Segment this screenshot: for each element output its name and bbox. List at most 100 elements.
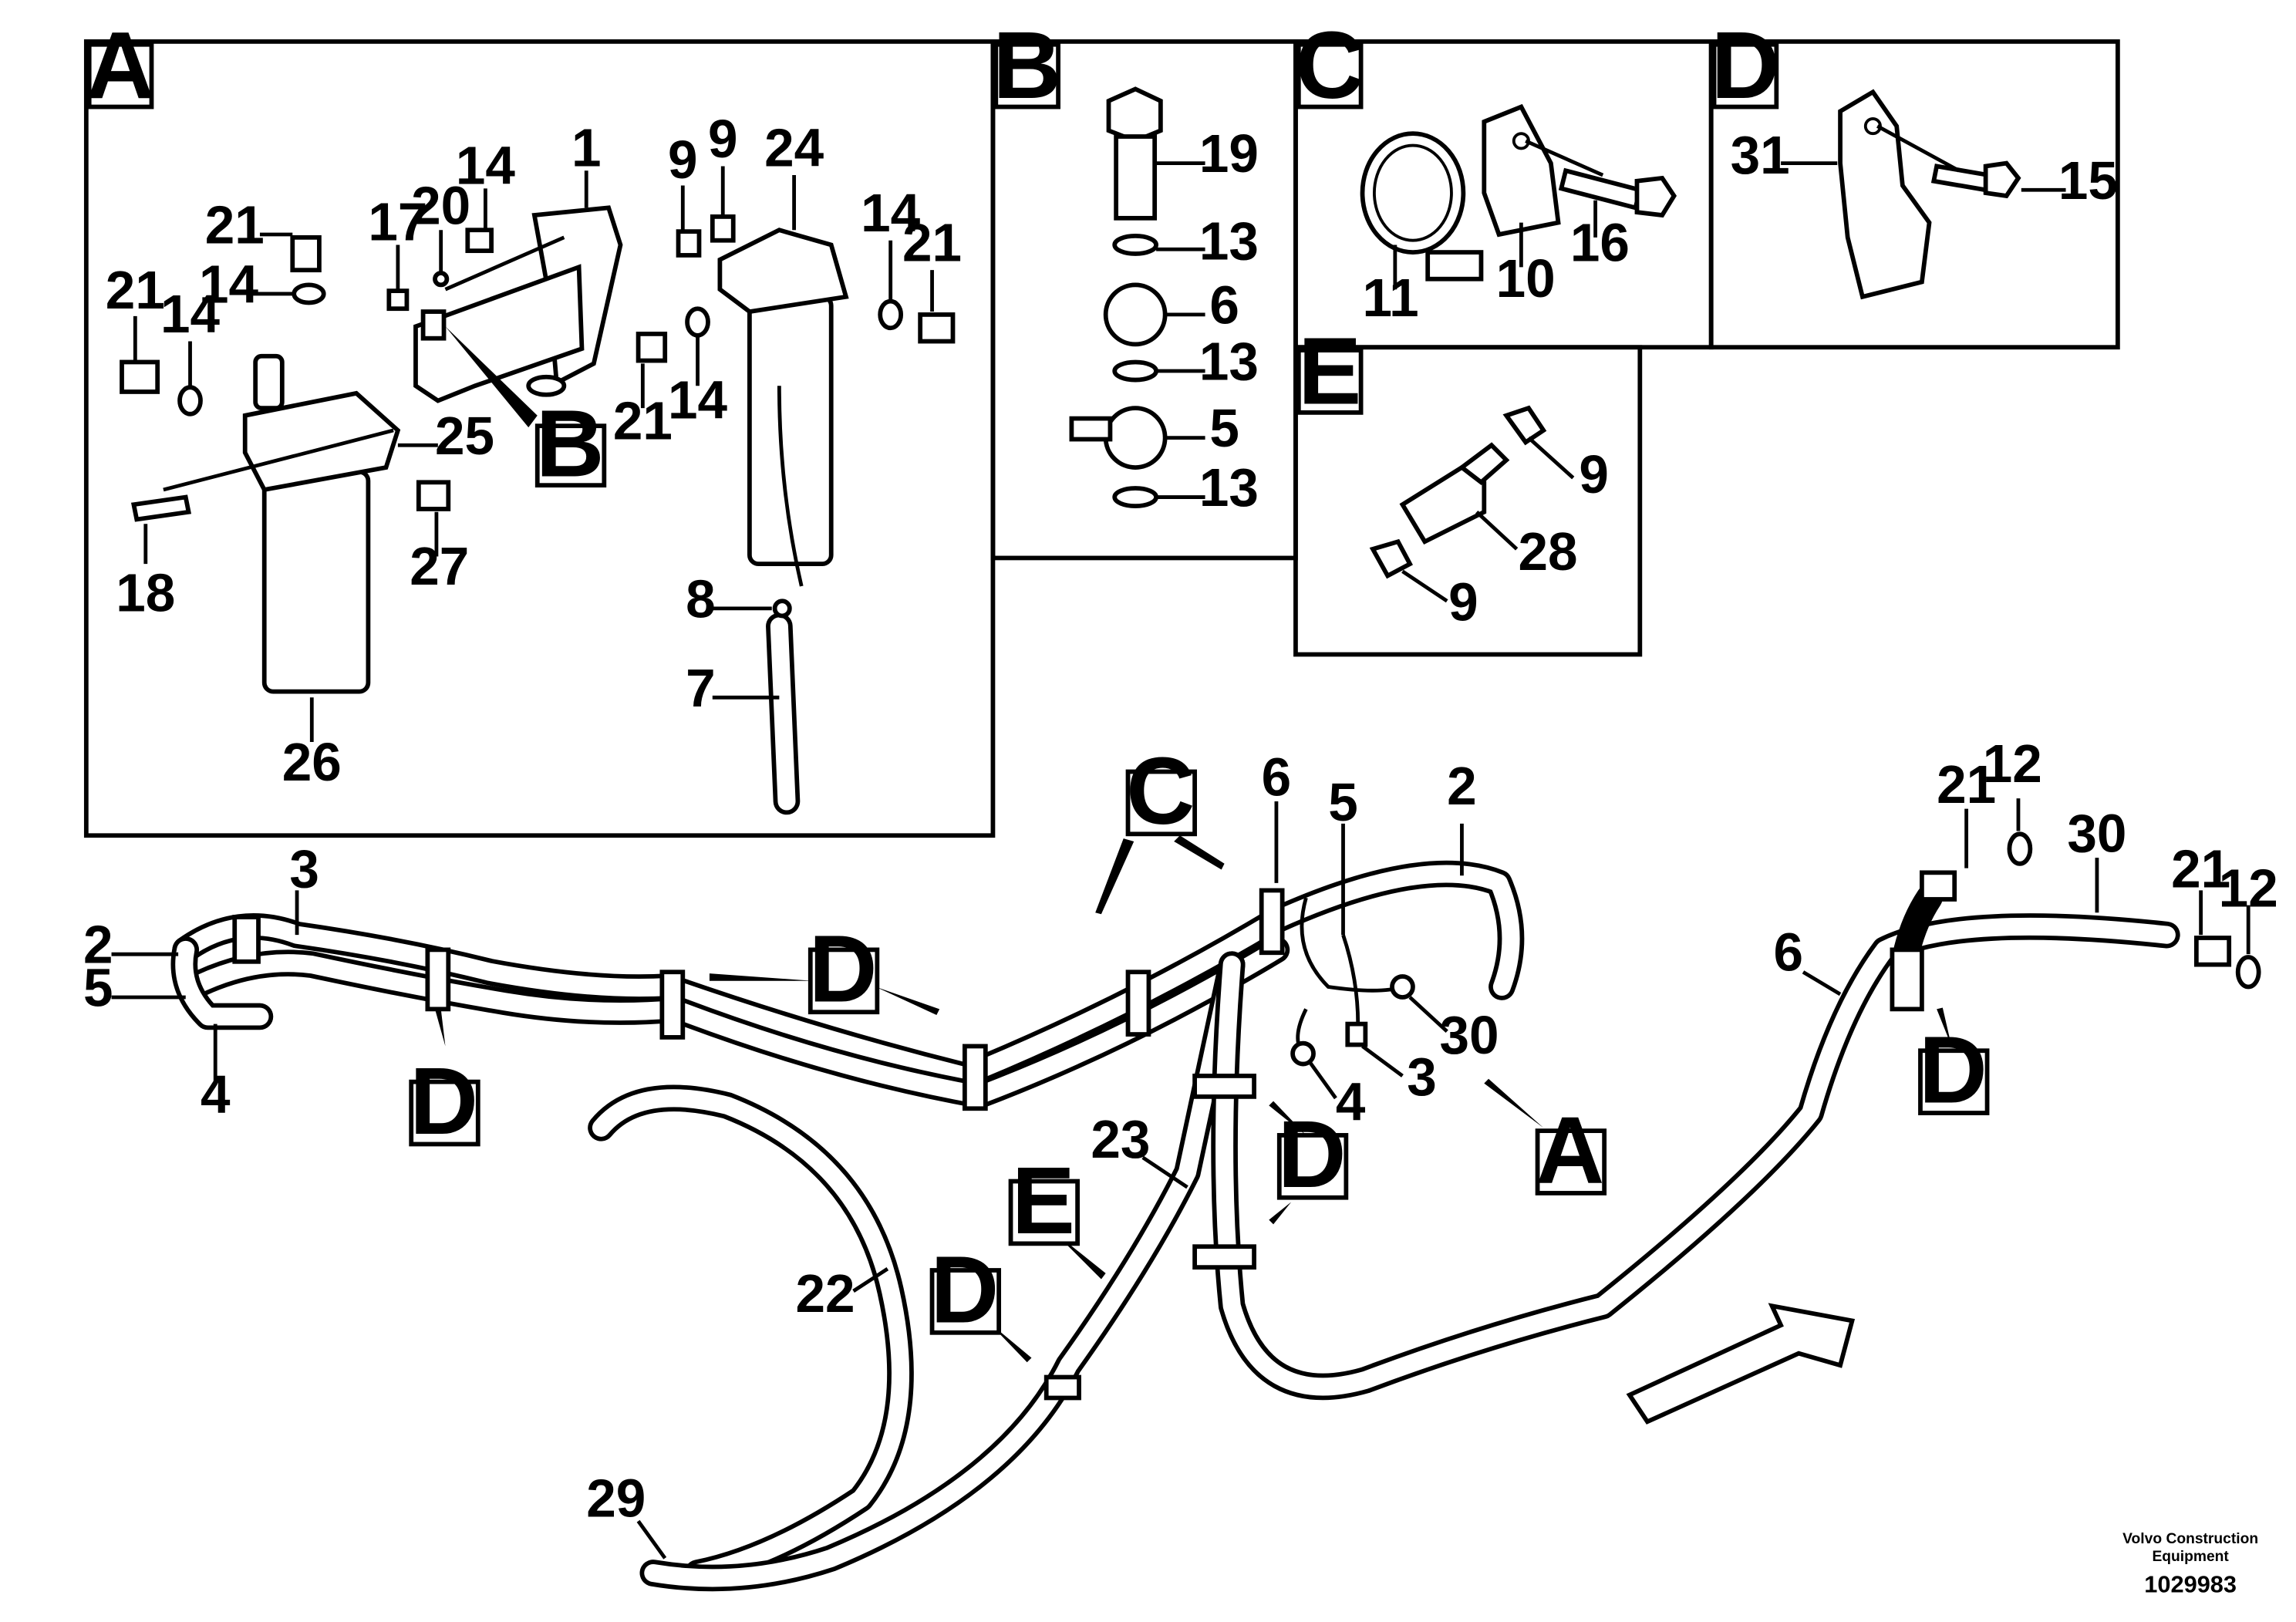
seal-13a xyxy=(1112,234,1158,256)
label-10: 10 xyxy=(1496,248,1556,309)
label-13: 13 xyxy=(1199,457,1259,518)
label-9: 9 xyxy=(1579,444,1609,504)
bolt-18 xyxy=(130,494,192,522)
label-20: 20 xyxy=(411,176,470,236)
label-9: 9 xyxy=(708,109,738,169)
label-3: 3 xyxy=(1407,1047,1437,1107)
label-11: 11 xyxy=(1362,268,1418,328)
callout-b-in-a: B xyxy=(534,392,607,497)
panel-a-labels: 1 14 17 20 21 14 21 14 25 18 27 26 9 9 2… xyxy=(106,109,962,792)
main-assembly xyxy=(111,798,2261,1592)
separator-head xyxy=(717,228,849,315)
fuel-line-30 xyxy=(1211,913,2180,1401)
label-14: 14 xyxy=(199,255,259,315)
clip-9-top xyxy=(1502,405,1547,446)
filter-head-25 xyxy=(242,390,401,493)
label-17: 17 xyxy=(368,192,427,252)
panel-b-labels: 19 13 6 13 5 13 xyxy=(1199,123,1259,518)
svg-text:D: D xyxy=(1919,1018,1988,1124)
panel-c-letter: C xyxy=(1296,13,1364,119)
clamp xyxy=(962,1044,988,1111)
bolt-14 xyxy=(465,228,494,254)
callout-d-right: D xyxy=(1918,1018,1990,1124)
bolt-15-head xyxy=(1983,160,2021,199)
nipple-27 xyxy=(416,480,451,511)
label-16: 16 xyxy=(1570,213,1630,273)
washer-14-right xyxy=(878,298,904,331)
callout-d-center: D xyxy=(807,917,880,1023)
bolt-15 xyxy=(1930,164,1991,193)
washer-12-end xyxy=(2235,955,2261,990)
banjo-6 xyxy=(1103,282,1168,347)
svg-text:A: A xyxy=(1536,1098,1604,1203)
panel-c-labels: 11 10 16 xyxy=(1362,213,1629,328)
fitting-3 xyxy=(1345,1021,1368,1047)
svg-text:D: D xyxy=(1711,13,1779,119)
label-30: 30 xyxy=(1440,1005,1499,1065)
callout-d-mid: D xyxy=(1276,1102,1349,1208)
label-6: 6 xyxy=(1262,747,1292,807)
label-18: 18 xyxy=(116,563,175,623)
label-30: 30 xyxy=(2067,803,2126,863)
label-27: 27 xyxy=(410,536,469,596)
svg-text:C: C xyxy=(1126,739,1195,845)
drawing-number: 1029983 xyxy=(2144,1571,2237,1598)
banjo-bolt-19 xyxy=(1114,134,1158,221)
label-26: 26 xyxy=(282,732,342,792)
label-21: 21 xyxy=(1937,754,1996,814)
bracket-stud xyxy=(420,309,447,341)
panel-a-letter: A xyxy=(86,13,155,119)
panel-e-frame xyxy=(1293,345,1643,657)
panel-e-labels: 9 28 9 xyxy=(1448,444,1609,632)
svg-text:C: C xyxy=(1296,13,1364,119)
label-29: 29 xyxy=(586,1468,646,1528)
separator-wire xyxy=(777,386,804,587)
callout-e-main: E xyxy=(1008,1148,1080,1254)
bolt-16 xyxy=(1558,167,1643,211)
callout-a-main: A xyxy=(1535,1098,1607,1203)
callout-c-main: C xyxy=(1125,739,1197,845)
direction-arrow-icon xyxy=(1626,1303,1856,1425)
label-4: 4 xyxy=(1336,1072,1366,1132)
label-4: 4 xyxy=(201,1064,231,1125)
panel-b-letter: B xyxy=(993,13,1061,119)
label-6: 6 xyxy=(1209,275,1239,335)
label-5: 5 xyxy=(1209,398,1239,458)
clamp xyxy=(232,915,261,964)
washer-14-top xyxy=(292,282,326,305)
bracket-washer xyxy=(526,374,567,397)
clip-9b xyxy=(710,214,736,243)
label-21: 21 xyxy=(106,260,165,320)
clamp xyxy=(1259,888,1285,956)
label-12: 12 xyxy=(1983,733,2042,794)
callout-b-pointer xyxy=(445,326,538,428)
panel-e-letter: E xyxy=(1296,319,1364,424)
panel-e-drawing xyxy=(1369,405,1575,603)
bracket-arm xyxy=(413,264,585,403)
label-14: 14 xyxy=(668,370,728,430)
bolt-17 xyxy=(386,288,410,312)
panel-d-labels: 31 15 xyxy=(1731,125,2118,211)
fitting-30 xyxy=(1390,974,1415,1000)
label-15: 15 xyxy=(2058,150,2118,211)
nipple-21-left xyxy=(120,359,160,394)
svg-text:D: D xyxy=(930,1237,999,1343)
panel-c-drawing xyxy=(1360,103,1677,290)
label-21: 21 xyxy=(902,213,962,273)
label-23: 23 xyxy=(1091,1109,1150,1169)
svg-text:E: E xyxy=(1298,319,1361,424)
clamp xyxy=(1043,1374,1081,1401)
label-7: 7 xyxy=(686,658,716,718)
banjo-bolt-head xyxy=(1106,86,1163,143)
svg-text:B: B xyxy=(536,392,605,497)
svg-text:D: D xyxy=(1278,1102,1347,1208)
label-25: 25 xyxy=(435,406,494,466)
brand-line-1: Volvo Construction xyxy=(2122,1531,2258,1547)
fitting-8 xyxy=(772,599,792,619)
label-19: 19 xyxy=(1199,123,1259,184)
nipple-21-right-top xyxy=(1920,870,1957,902)
label-28: 28 xyxy=(1519,521,1578,582)
label-2: 2 xyxy=(83,915,113,975)
panel-b-drawing xyxy=(1069,86,1205,508)
